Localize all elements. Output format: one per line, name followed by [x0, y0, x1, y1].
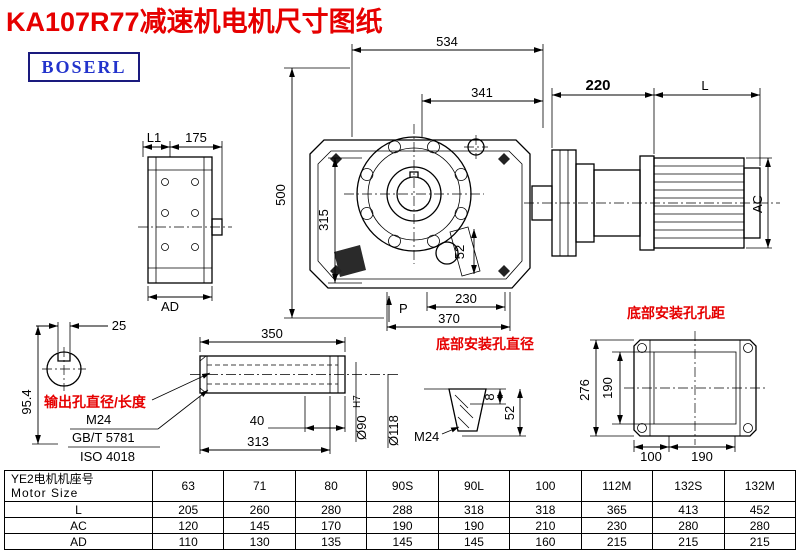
engineering-drawing: 534 341 500 315 52 230 370 P [19, 34, 780, 464]
col-header: 71 [223, 470, 296, 502]
cell: 452 [723, 501, 796, 518]
bottom-mount-view: 底部安装孔孔距 276 190 100 190 [577, 305, 766, 464]
col-header: 90S [366, 470, 439, 502]
dim-8: 8 [482, 393, 497, 400]
dim-95-4: 95.4 [19, 389, 34, 414]
bottom-hole-detail: 底部安装孔直径 8 52 M24 [414, 336, 534, 444]
dim-l: L [701, 78, 708, 93]
cell: 230 [580, 517, 654, 534]
dim-315: 315 [316, 209, 331, 231]
cell: 145 [366, 533, 439, 550]
dim-370: 370 [438, 311, 460, 326]
cell: 210 [509, 517, 582, 534]
cell: 288 [366, 501, 439, 518]
dim-ad: AD [161, 299, 179, 314]
dim-190-horizontal: 190 [691, 449, 713, 464]
col-header: 132M [723, 470, 796, 502]
col-header: 100 [509, 470, 582, 502]
cell: 260 [223, 501, 296, 518]
cell: 215 [652, 533, 725, 550]
row-label: AD [4, 533, 153, 550]
output-shaft-detail: 25 95.4 350 40 313 [19, 318, 401, 464]
cell: 145 [223, 517, 296, 534]
output-bore-label: 输出孔直径/长度 [44, 394, 147, 410]
bolt-standard-iso: ISO 4018 [80, 449, 135, 464]
front-view [309, 124, 531, 289]
cell: 205 [151, 501, 225, 518]
keyway [409, 171, 419, 178]
dim-341: 341 [471, 85, 493, 100]
col-header: 80 [294, 470, 368, 502]
dim-500: 500 [273, 184, 288, 206]
table-row-l: L 205 260 280 288 318 318 365 413 452 [4, 501, 796, 518]
dim-40: 40 [250, 413, 264, 428]
cell: 413 [652, 501, 725, 518]
dim-25: 25 [112, 318, 126, 333]
mount-spacing-label: 底部安装孔孔距 [627, 305, 725, 321]
dim-175: 175 [185, 130, 207, 145]
motor-dimensions: 220 L AC [551, 77, 772, 249]
page-title: KA107R77减速机电机尺寸图纸 [6, 7, 383, 37]
cell: 280 [294, 501, 368, 518]
dim-p: P [399, 301, 408, 316]
col-header: 63 [151, 470, 225, 502]
motor-size-table: YE2电机机座号 Motor Size 63 71 80 90S 90L 100… [4, 470, 796, 550]
dim-52-hole: 52 [502, 406, 517, 420]
dim-313: 313 [247, 434, 269, 449]
bolt-thread-spec: M24 [86, 412, 111, 427]
cell: 280 [652, 517, 725, 534]
dim-bore-diameter: Ø90 [354, 415, 369, 440]
bolt-standard-gbt: GB/T 5781 [72, 430, 135, 445]
dim-100: 100 [640, 449, 662, 464]
cell: 170 [294, 517, 368, 534]
hole-thread-spec: M24 [414, 429, 439, 444]
dim-276: 276 [577, 379, 592, 401]
table-header-row: YE2电机机座号 Motor Size 63 71 80 90S 90L 100… [4, 470, 796, 502]
brand-logo: BOSERL [28, 52, 140, 82]
front-dimensions: 534 341 500 315 52 230 370 P [273, 34, 544, 331]
table-row-ac: AC 120 145 170 190 190 210 230 280 280 [4, 517, 796, 534]
dim-350: 350 [261, 326, 283, 341]
dim-220: 220 [585, 77, 610, 94]
plug-hole [435, 241, 459, 265]
dim-l1: L1 [147, 130, 161, 145]
cell: 110 [151, 533, 225, 550]
col-header: 112M [580, 470, 654, 502]
dim-534: 534 [436, 34, 458, 49]
col-header: 132S [652, 470, 725, 502]
dim-190-vertical: 190 [600, 377, 615, 399]
table-header-en: Motor Size [11, 486, 79, 500]
bottom-hole-label: 底部安装孔直径 [436, 336, 534, 352]
dim-hub-diameter: Ø118 [386, 415, 401, 446]
cell: 215 [723, 533, 796, 550]
slot [449, 226, 481, 277]
dim-ac: AC [750, 195, 765, 213]
left-side-view: L1 175 AD [138, 130, 232, 314]
col-header: 90L [437, 470, 511, 502]
cell: 215 [580, 533, 654, 550]
table-header-motor-size: YE2电机机座号 Motor Size [4, 470, 153, 502]
cell: 130 [223, 533, 296, 550]
row-label: AC [4, 517, 153, 534]
cell: 120 [151, 517, 225, 534]
cell: 280 [723, 517, 796, 534]
dim-230: 230 [455, 291, 477, 306]
cell: 318 [509, 501, 582, 518]
table-header-cn: YE2电机机座号 [11, 472, 94, 486]
cell: 160 [509, 533, 582, 550]
cell: 365 [580, 501, 654, 518]
table-row-ad: AD 110 130 135 145 145 160 215 215 215 [4, 533, 796, 550]
dim-bore-tolerance: H7 [352, 395, 363, 408]
cell: 190 [437, 517, 511, 534]
cell: 318 [437, 501, 511, 518]
row-label: L [4, 501, 153, 518]
dim-52: 52 [452, 245, 467, 259]
drain-plug [334, 245, 366, 277]
cell: 145 [437, 533, 511, 550]
cell: 135 [294, 533, 368, 550]
cell: 190 [366, 517, 439, 534]
motor-side-view [524, 149, 780, 257]
